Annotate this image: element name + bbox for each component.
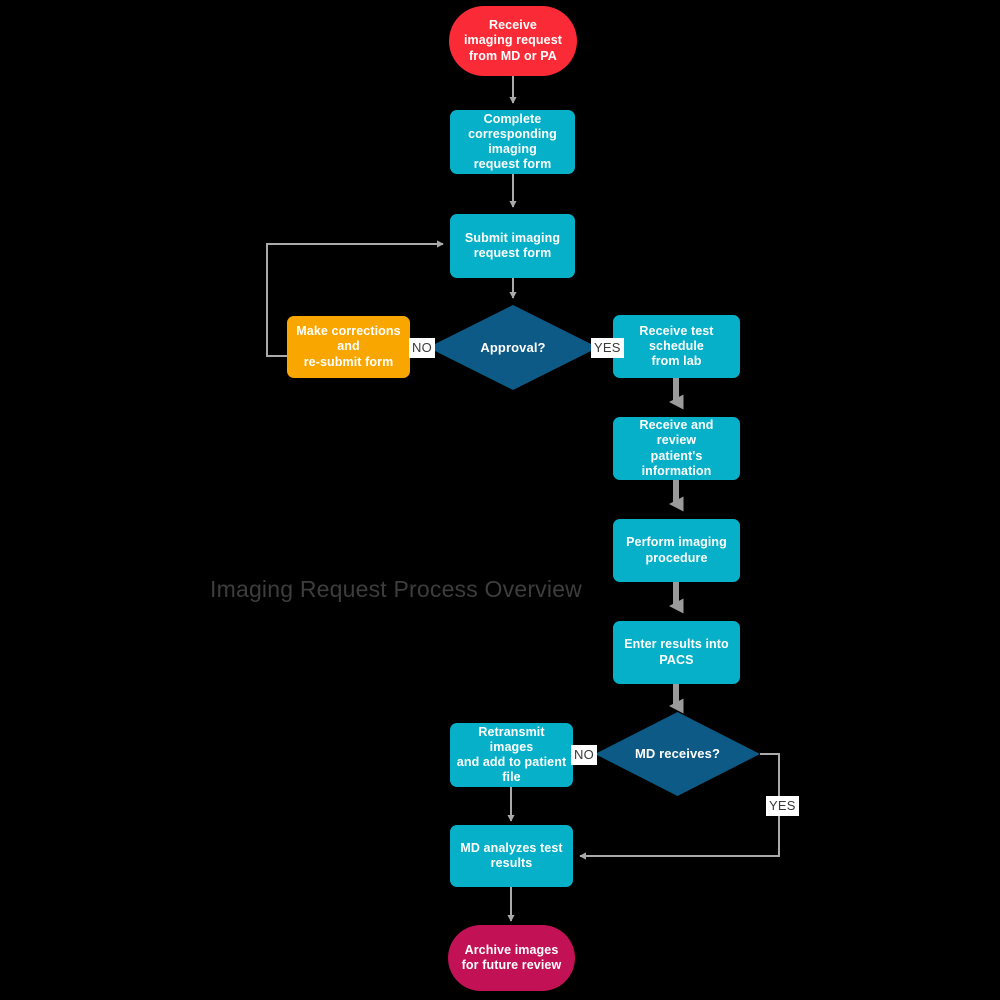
node-receive-test-schedule[interactable]: Receive test schedule from lab <box>613 315 740 378</box>
edge-label-approval-yes: YES <box>591 338 624 358</box>
node-decision-approval-label: Approval? <box>480 339 546 355</box>
diamond-shape-approval <box>428 305 598 390</box>
node-decision-md-receives[interactable]: MD receives? <box>595 712 760 796</box>
node-perform-imaging-procedure[interactable]: Perform imaging procedure <box>613 519 740 582</box>
node-md-analyzes-results[interactable]: MD analyzes test results <box>450 825 573 887</box>
node-enter-results-pacs[interactable]: Enter results into PACS <box>613 621 740 684</box>
node-decision-approval[interactable]: Approval? <box>428 305 598 390</box>
edge-label-md-receives-no: NO <box>571 745 597 765</box>
node-receive-imaging-request[interactable]: Receive imaging request from MD or PA <box>449 6 577 76</box>
edge-label-approval-no: NO <box>409 338 435 358</box>
node-retransmit-images[interactable]: Retransmit images and add to patient fil… <box>450 723 573 787</box>
node-decision-md-receives-label: MD receives? <box>634 746 721 762</box>
node-archive-images[interactable]: Archive images for future review <box>448 925 575 991</box>
node-complete-request-form[interactable]: Complete corresponding imaging request f… <box>450 110 575 174</box>
diagram-title-watermark: Imaging Request Process Overview <box>210 576 582 602</box>
edge-label-md-receives-yes: YES <box>766 796 799 816</box>
node-receive-review-patient-info[interactable]: Receive and review patient's information <box>613 417 740 480</box>
node-make-corrections[interactable]: Make corrections and re-submit form <box>287 316 410 378</box>
node-submit-request-form[interactable]: Submit imaging request form <box>450 214 575 278</box>
